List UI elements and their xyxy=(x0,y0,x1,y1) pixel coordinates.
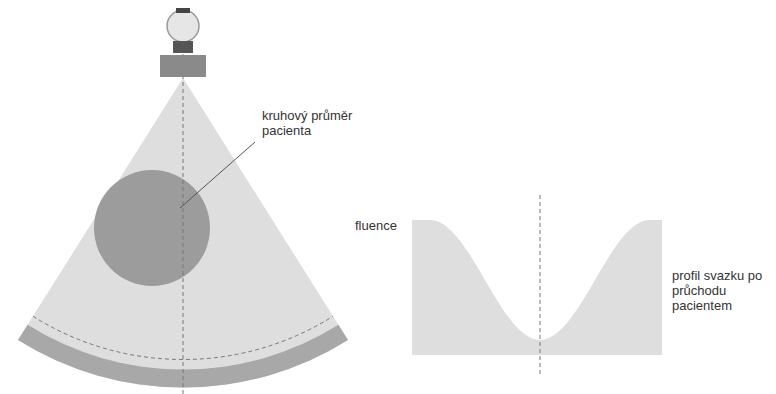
profile-center-line xyxy=(540,195,541,375)
axis-label: fluence xyxy=(355,218,407,233)
profile-area xyxy=(412,220,662,355)
x-ray-source xyxy=(167,10,199,42)
collimator xyxy=(160,55,206,77)
patient-circle xyxy=(94,170,210,286)
source-cap xyxy=(176,8,190,13)
profile-label: profil svazku po průchodu pacientem xyxy=(672,268,768,313)
leader-line xyxy=(180,142,255,208)
axis-line xyxy=(183,40,184,394)
source-neck xyxy=(173,41,193,53)
callout-label: kruhový průměr pacienta xyxy=(262,108,362,138)
